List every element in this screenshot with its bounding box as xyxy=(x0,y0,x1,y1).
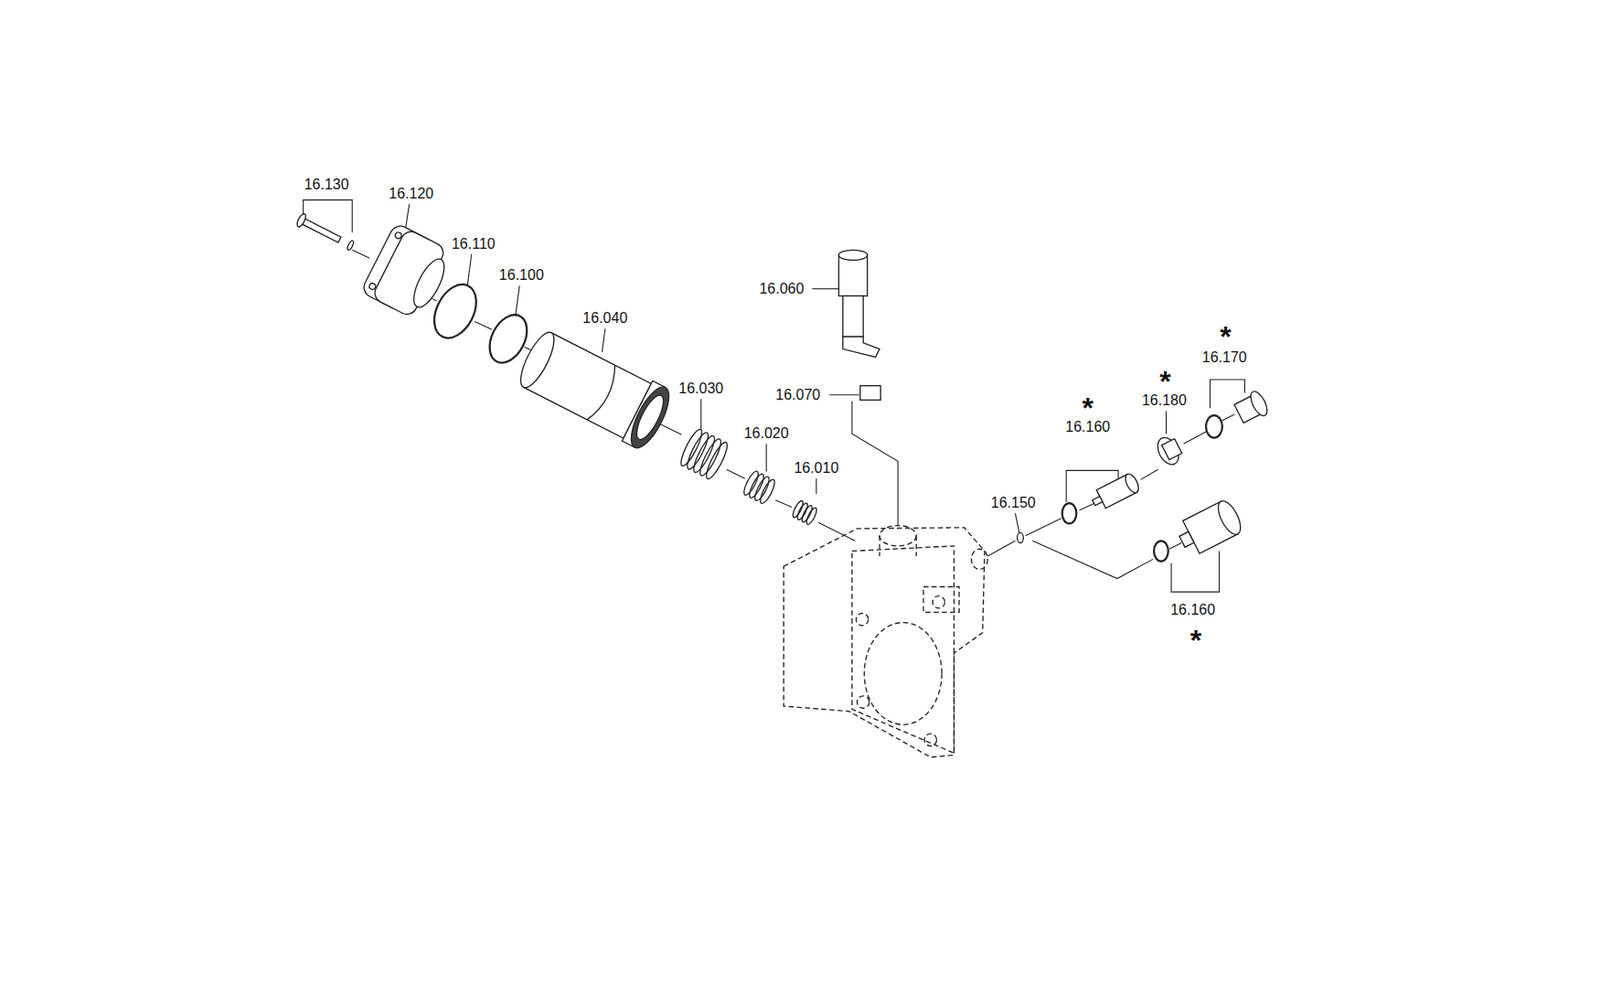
callout-number: 16.100 xyxy=(498,267,545,283)
callout-number: 16.010 xyxy=(792,460,840,476)
leader-lines xyxy=(303,200,1246,592)
callout-number: 16.120 xyxy=(387,186,435,202)
callout-number: 16.160 xyxy=(1169,602,1216,618)
callout-number: 16.070 xyxy=(774,387,822,403)
slide-block xyxy=(860,385,881,401)
callout-number: 16.060 xyxy=(757,281,805,297)
callout-number: 16.180 xyxy=(1141,393,1188,408)
spring xyxy=(790,499,819,526)
shift-pin xyxy=(838,249,880,357)
sleeve xyxy=(512,325,677,454)
spring xyxy=(677,426,731,481)
housing xyxy=(783,525,988,758)
valve-parts xyxy=(1017,388,1271,561)
callout-number: 16.130 xyxy=(303,177,351,192)
asterisk-mark: * xyxy=(1080,393,1094,423)
asterisk-mark: * xyxy=(1189,625,1203,655)
asterisk-mark: * xyxy=(1158,366,1172,396)
o-ring xyxy=(426,277,485,345)
asterisk-mark: * xyxy=(1218,321,1232,352)
callout-number: 16.020 xyxy=(743,426,790,441)
callout-number: 16.160 xyxy=(1064,419,1111,435)
callout-number: 16.030 xyxy=(677,381,725,396)
callout-number: 16.170 xyxy=(1201,350,1248,365)
bolt xyxy=(295,212,356,253)
callout-number: 16.150 xyxy=(990,495,1037,511)
spring xyxy=(741,469,778,505)
callout-number: 16.110 xyxy=(450,236,497,252)
callout-number: 16.040 xyxy=(581,310,629,326)
cover xyxy=(360,222,456,322)
